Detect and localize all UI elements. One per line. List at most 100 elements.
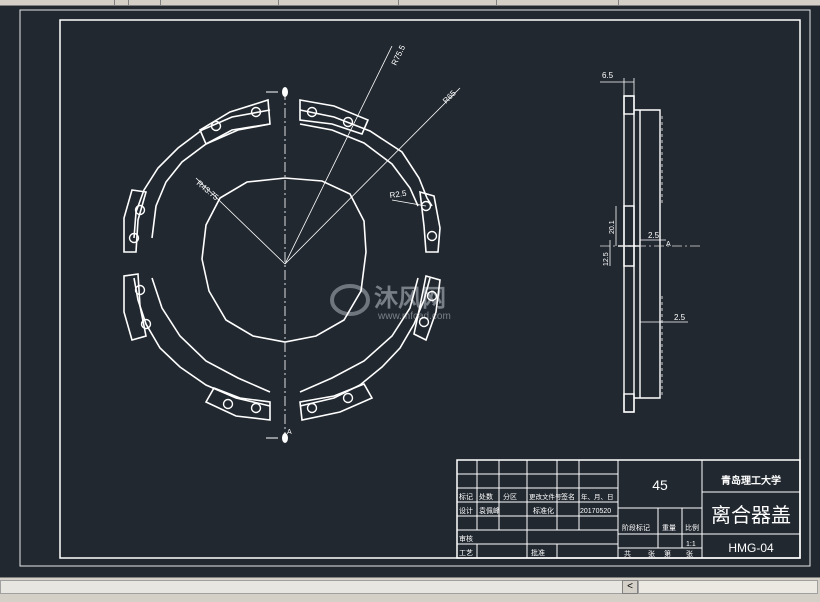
section-markers: A [266, 87, 292, 443]
title-block [456, 459, 801, 559]
tb-designer-name: 袁佩峰 [479, 506, 500, 515]
tb-label: 标记 [459, 492, 473, 501]
bolt-hole [426, 230, 438, 242]
tb-stage-label: 阶段标记 [622, 523, 650, 532]
side-bottom-tab [623, 393, 635, 413]
tb-date: 20170520 [580, 508, 611, 515]
watermark-url: www.mfcad.com [377, 311, 451, 322]
tb-process-label: 工艺 [459, 549, 473, 557]
tb-label: 年、月、日 [581, 492, 614, 501]
section-label-bottom: A [287, 429, 292, 436]
side-hub [623, 205, 635, 267]
lug-right-lower [413, 274, 441, 342]
tb-sheets-unit: 张 [648, 549, 655, 558]
scroll-left-button[interactable]: < [622, 580, 638, 594]
toolbar-segment[interactable] [150, 0, 161, 5]
leader-r75 [284, 45, 393, 265]
toolbar-segment[interactable] [118, 0, 129, 5]
watermark-logo-icon [330, 284, 370, 316]
toolbar-segment[interactable] [400, 0, 497, 5]
bolt-hole [342, 116, 354, 128]
cad-drawing-canvas[interactable]: 沐风网 www.mfcad.com [0, 6, 820, 576]
bolt-hole [420, 200, 432, 212]
title-block-frame [456, 459, 801, 559]
outer-ring-lower-right [299, 277, 431, 407]
bolt-hole [128, 232, 140, 244]
tb-university: 青岛理工大学 [721, 474, 781, 487]
tb-part-name: 离合器盖 [711, 503, 791, 527]
side-dimensions [600, 78, 688, 323]
top-toolbar-strip [0, 0, 820, 6]
bolt-hole [210, 120, 222, 132]
bolt-hole [140, 318, 152, 330]
inner-ring-upper-left [151, 123, 271, 239]
radius-dimensions [195, 45, 461, 265]
side-body-right [634, 109, 661, 399]
toolbar-segment[interactable] [498, 0, 619, 5]
dim-125: 12.5 [603, 252, 610, 266]
bolt-hole [306, 106, 318, 118]
tb-label: 处数 [479, 492, 493, 501]
lug-top-right [299, 99, 370, 135]
tb-label: 签名 [561, 492, 575, 501]
lug-bottom-left [204, 387, 271, 421]
dim-r75: R75.5 [390, 43, 408, 67]
tb-sheet-no: 第 [664, 549, 671, 558]
bolt-hole [250, 106, 262, 118]
bolt-hole [306, 402, 318, 414]
side-view [618, 95, 661, 413]
tb-weight-label: 重量 [662, 524, 676, 532]
tb-scale-label: 比例 [685, 523, 699, 532]
leader-r65 [284, 87, 461, 265]
tb-material: 45 [652, 477, 668, 493]
bolt-hole [134, 204, 146, 216]
dim-r65: R65 [441, 88, 458, 105]
tb-approve-label: 批准 [531, 548, 545, 557]
bolt-hole [418, 316, 430, 328]
tb-label: 分区 [503, 492, 517, 501]
dim-65: 6.5 [602, 71, 614, 80]
section-marker-top [282, 87, 288, 97]
bolt-holes [128, 106, 438, 414]
outer-frame [19, 9, 811, 567]
dim-25a: 2.5 [648, 231, 660, 240]
lug-top-left [198, 98, 271, 146]
inner-bore [201, 177, 367, 343]
tb-drawing-no: HMG-04 [728, 541, 774, 555]
watermark: 沐风网 www.mfcad.com [330, 283, 451, 322]
toolbar-segment[interactable] [168, 0, 279, 5]
bolt-hole [342, 392, 354, 404]
bolt-hole [250, 402, 262, 414]
toolbar-segment[interactable] [104, 0, 115, 5]
inner-ring-lower-left [151, 277, 271, 393]
side-top-tab [623, 95, 635, 115]
section-marker-bottom [282, 433, 288, 443]
tb-scale-value: 1:1 [686, 541, 696, 548]
lug-bottom-right [299, 382, 374, 421]
side-flange [623, 95, 635, 413]
tb-sheets-total: 共 [624, 549, 631, 558]
front-view [123, 98, 441, 421]
bolt-hole [426, 290, 438, 302]
toolbar-segment[interactable] [280, 0, 399, 5]
scrollbar-thumb[interactable] [638, 580, 818, 594]
tb-designer-label: 设计 [459, 506, 473, 515]
dim-r4375: R43.75 [195, 179, 221, 203]
lug-left-upper [123, 189, 148, 253]
tb-review-label: 审核 [459, 534, 473, 543]
tb-label: 更改文件号 [529, 492, 562, 501]
title-block-text: 45 青岛理工大学 离合器盖 HMG-04 标记 处数 分区 更改文件号 签名 … [459, 474, 791, 558]
dim-201: 20.1 [609, 220, 616, 234]
lug-left-lower [123, 273, 147, 341]
inner-ring-lower-right [299, 277, 419, 393]
outer-ring-upper-left [133, 109, 271, 239]
tb-standardize-label: 标准化 [533, 506, 554, 515]
horizontal-scrollbar[interactable]: < [0, 577, 820, 602]
lug-right-upper [419, 190, 441, 253]
inner-frame [59, 19, 801, 559]
bolt-hole [134, 284, 146, 296]
bolt-hole [222, 398, 234, 410]
outer-ring-lower-left [133, 277, 271, 407]
inner-ring-upper-right [299, 123, 419, 207]
leader-r4375 [195, 177, 286, 265]
